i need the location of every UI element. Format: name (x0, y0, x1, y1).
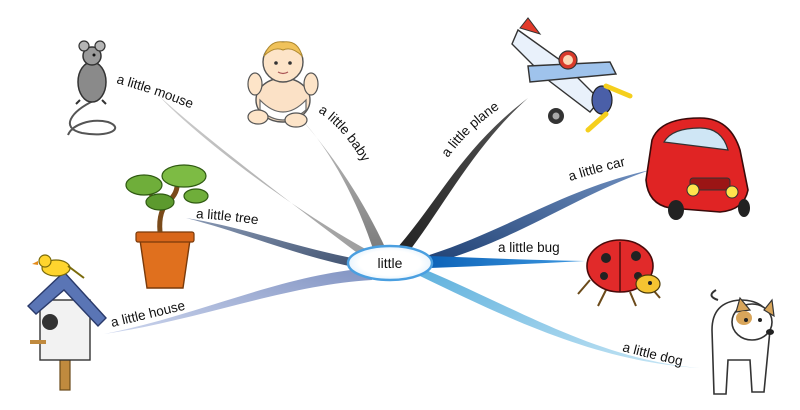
branch-label-dog: a little dog (621, 339, 684, 368)
branch-label-plane: a little plane (438, 99, 501, 160)
branch-house[interactable]: a little house (104, 268, 372, 334)
branch-bug[interactable]: a little bug (430, 240, 585, 268)
branch-label-tree: a little tree (196, 206, 260, 227)
birdhouse-icon (26, 254, 107, 391)
bonsai-tree-icon (125, 164, 209, 289)
car-icon (645, 117, 750, 220)
airplane-icon (511, 17, 633, 133)
branch-label-baby: a little baby (316, 102, 373, 164)
dog-icon (710, 289, 775, 395)
branch-baby[interactable]: a little baby (300, 102, 388, 258)
center-node[interactable]: little (346, 244, 434, 282)
ladybug-icon (577, 239, 661, 307)
branch-label-mouse: a little mouse (115, 71, 196, 111)
branch-tree[interactable]: a little tree (186, 206, 374, 270)
branch-label-bug: a little bug (498, 240, 560, 255)
mouse-icon (67, 40, 117, 136)
baby-icon (247, 41, 319, 128)
center-label: little (378, 255, 403, 271)
